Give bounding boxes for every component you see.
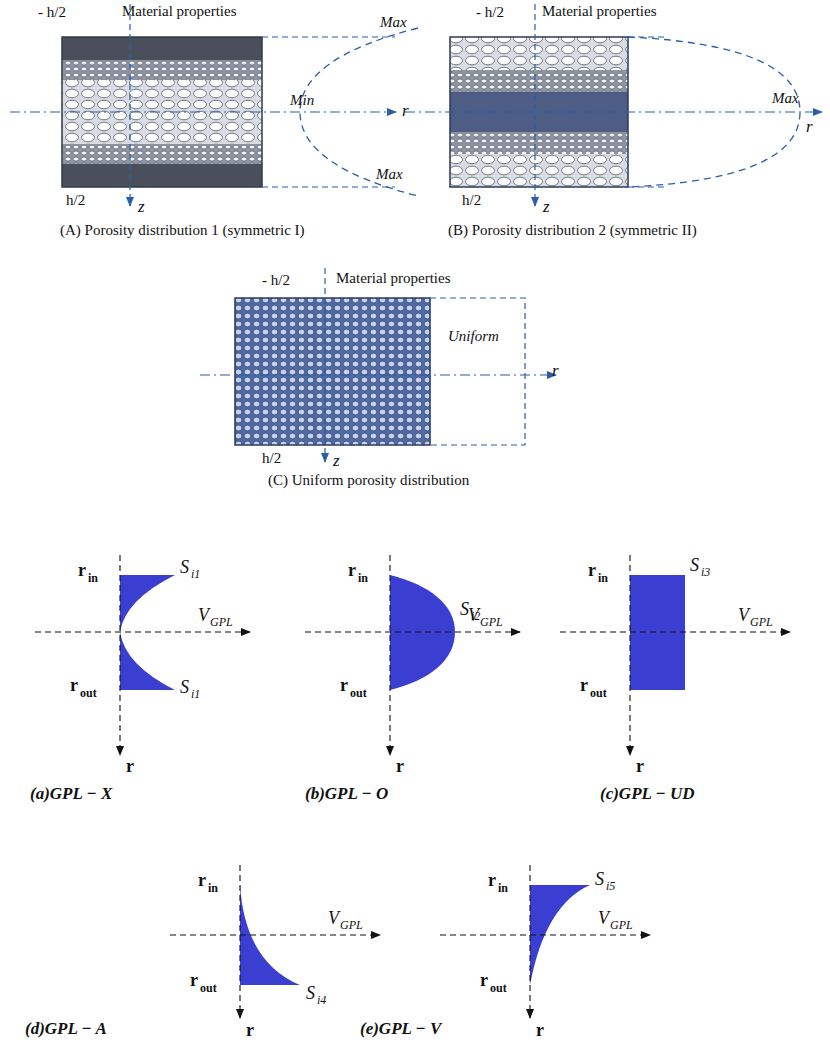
figure-caption: (C) Uniform porosity distribution — [268, 472, 469, 489]
symbol: V — [468, 606, 479, 626]
subscript: i4 — [317, 994, 326, 1007]
axis-label: - h/2 — [476, 4, 504, 21]
axis-name: z — [138, 198, 145, 217]
axis-name: r — [806, 118, 813, 137]
axis-label: Material properties — [336, 270, 451, 287]
subscript: i1 — [191, 568, 200, 581]
radius-label: r — [636, 757, 644, 777]
porosity-panel-c — [200, 268, 556, 462]
axis-label: h/2 — [66, 192, 85, 209]
symbol: V — [328, 909, 339, 929]
figure-caption: (b)GPL − O — [305, 785, 388, 804]
subscript: in — [498, 882, 508, 895]
gpl-axes — [35, 555, 790, 1018]
subscript: i1 — [191, 688, 200, 701]
subscript: in — [598, 572, 608, 585]
axis-label: - h/2 — [38, 4, 66, 21]
axis-label: Material properties — [122, 3, 237, 20]
subscript: GPL — [340, 919, 363, 932]
symbol: V — [198, 606, 209, 626]
symbol: S — [306, 984, 315, 1004]
subscript: in — [88, 572, 98, 585]
property-mark: Max — [380, 14, 407, 31]
subscript: GPL — [750, 616, 773, 629]
figure-caption: (d)GPL − A — [25, 1020, 107, 1039]
axis-name: z — [543, 198, 550, 217]
figure-caption: (A) Porosity distribution 1 (symmetric I… — [60, 222, 305, 239]
porosity-panel-a — [10, 4, 418, 206]
radius-label: r — [536, 1021, 544, 1041]
radius-label: r — [190, 971, 198, 991]
gpl-distributions — [120, 575, 685, 985]
radius-label: r — [588, 561, 596, 581]
symbol: S — [180, 678, 189, 698]
figure-caption: (e)GPL − V — [360, 1020, 441, 1039]
subscript: out — [350, 687, 367, 700]
figure-caption: (B) Porosity distribution 2 (symmetric I… — [448, 222, 697, 239]
subscript: i5 — [606, 880, 615, 893]
symbol: S — [180, 558, 189, 578]
radius-label: r — [78, 561, 86, 581]
figure-caption: (c)GPL − UD — [600, 785, 695, 804]
subscript: i3 — [701, 566, 710, 579]
property-mark: Min — [290, 92, 314, 109]
symbol: V — [598, 909, 609, 929]
subscript: out — [200, 982, 217, 995]
subscript: out — [490, 982, 507, 995]
symbol: S — [460, 600, 469, 620]
figure-caption: (a)GPL − X — [30, 785, 112, 804]
axis-label: h/2 — [262, 450, 281, 467]
radius-label: r — [580, 676, 588, 696]
subscript: out — [590, 687, 607, 700]
symbol: S — [595, 870, 604, 890]
radius-label: r — [396, 757, 404, 777]
porosity-panel-b — [405, 4, 822, 206]
radius-label: r — [126, 757, 134, 777]
subscript: GPL — [480, 616, 503, 629]
property-mark: Max — [772, 90, 799, 107]
radius-label: r — [348, 561, 356, 581]
axis-name: r — [402, 102, 409, 121]
symbol: V — [738, 606, 749, 626]
property-mark: Uniform — [448, 328, 499, 345]
radius-label: r — [70, 676, 78, 696]
property-mark: Max — [376, 166, 403, 183]
symbol: S — [690, 556, 699, 576]
radius-label: r — [340, 676, 348, 696]
radius-label: r — [488, 871, 496, 891]
axis-name: z — [333, 452, 340, 471]
subscript: in — [208, 882, 218, 895]
radius-label: r — [198, 871, 206, 891]
axis-name: r — [552, 362, 559, 381]
axis-label: - h/2 — [262, 272, 290, 289]
subscript: GPL — [210, 616, 233, 629]
axis-label: Material properties — [542, 3, 657, 20]
subscript: GPL — [610, 919, 633, 932]
radius-label: r — [246, 1021, 254, 1041]
subscript: out — [80, 687, 97, 700]
axis-label: h/2 — [462, 192, 481, 209]
subscript: in — [358, 572, 368, 585]
radius-label: r — [480, 971, 488, 991]
